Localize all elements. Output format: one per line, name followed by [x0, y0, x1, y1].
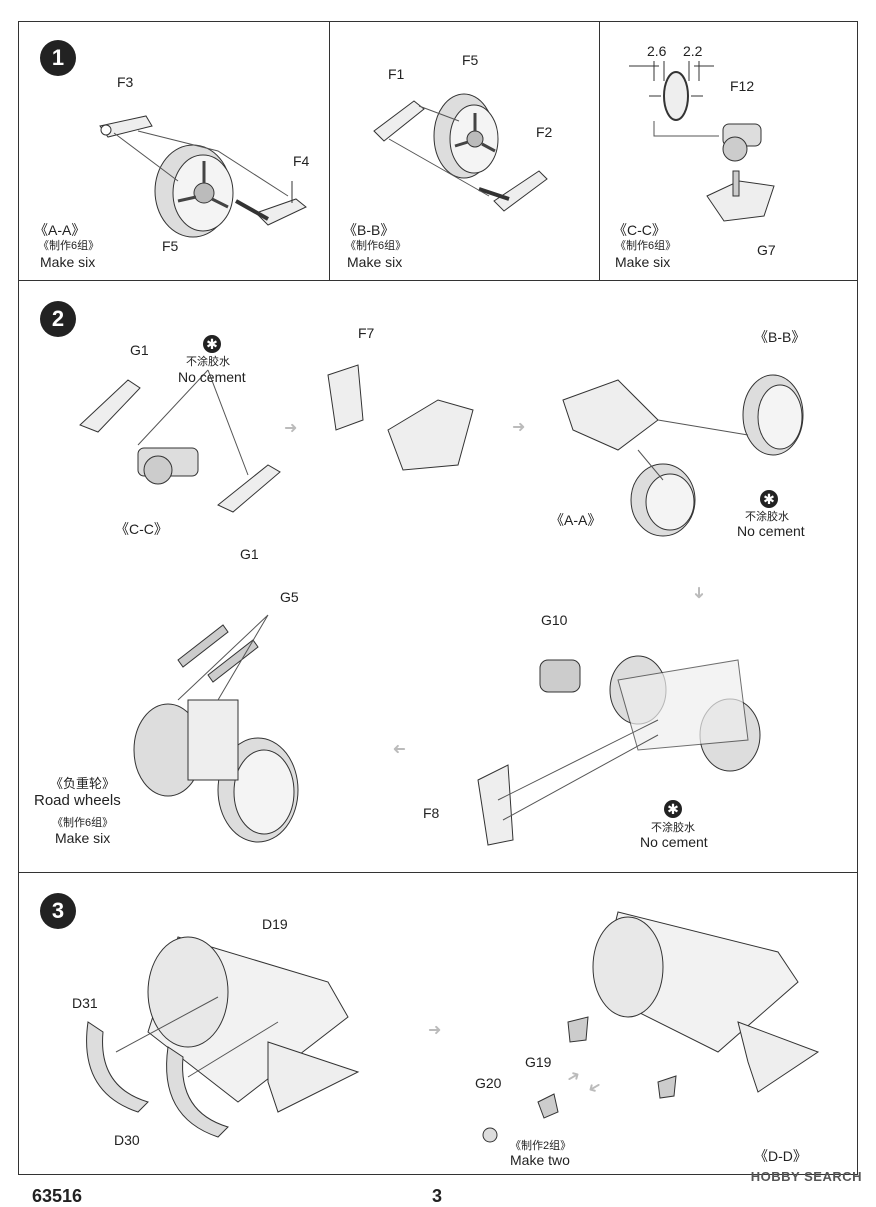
panel-a-en: Make six — [40, 254, 96, 270]
step-3-badge: 3 — [40, 893, 76, 929]
panel-b-cn: 《制作6组》 — [345, 240, 407, 252]
next-step-arrow-icon: ➜ — [512, 419, 526, 436]
label-g20: G20 — [475, 1075, 502, 1091]
label-cc: 《C-C》 — [115, 521, 168, 537]
panel-a-cn: 《制作6组》 — [38, 240, 100, 252]
page-number: 3 — [432, 1186, 443, 1206]
label-f5-b: F5 — [462, 52, 479, 68]
road-wheels-en: Road wheels — [34, 792, 121, 809]
label-f1: F1 — [388, 66, 405, 82]
no-cement-icon: ✱ — [664, 800, 682, 818]
no-cement-1-en: No cement — [178, 369, 246, 385]
step1-b-drawing — [373, 93, 548, 212]
label-f3: F3 — [117, 74, 134, 90]
label-d19: D19 — [262, 916, 288, 932]
no-cement-2-en: No cement — [737, 523, 805, 539]
label-f2: F2 — [536, 124, 553, 140]
step-1-badge: 1 — [40, 40, 76, 76]
panel-b-title: 《B-B》 — [343, 222, 395, 238]
label-g1-bottom: G1 — [240, 546, 259, 562]
step1-c-drawing — [629, 61, 775, 222]
label-g10: G10 — [541, 612, 568, 628]
no-cement-3-en: No cement — [640, 834, 708, 850]
step2-drawing — [79, 364, 804, 846]
next-step-arrow-icon: ➜ — [428, 1022, 442, 1039]
label-g1-top: G1 — [130, 342, 149, 358]
dim-2-6: 2.6 — [647, 43, 667, 59]
label-d30: D30 — [114, 1132, 140, 1148]
label-f8: F8 — [423, 805, 440, 821]
road-wheels-make-cn: 《制作6组》 — [52, 817, 114, 829]
panel-c-en: Make six — [615, 254, 671, 270]
make-two-en: Make two — [510, 1152, 570, 1168]
step-2-badge: 2 — [40, 301, 76, 337]
label-f4: F4 — [293, 153, 310, 169]
product-code: 63516 — [32, 1186, 83, 1206]
no-cement-icon: ✱ — [203, 335, 221, 353]
panel-c-title: 《C-C》 — [613, 222, 666, 238]
no-cement-2-cn: 不涂胶水 — [745, 511, 789, 523]
panel-c-cn: 《制作6组》 — [615, 240, 677, 252]
label-bb: 《B-B》 — [754, 329, 806, 345]
label-g5: G5 — [280, 589, 299, 605]
no-cement-icon: ✱ — [760, 490, 778, 508]
next-step-arrow-icon: ➜ — [392, 740, 406, 757]
label-g19: G19 — [525, 1054, 552, 1070]
next-step-arrow-icon: ➜ — [690, 586, 707, 600]
dim-2-2: 2.2 — [683, 43, 703, 59]
road-wheels-cn: 《负重轮》 — [50, 776, 116, 791]
label-f5: F5 — [162, 238, 179, 254]
step1-a-drawing — [99, 115, 307, 238]
watermark: HOBBY SEARCH — [750, 1169, 862, 1184]
label-aa: 《A-A》 — [550, 512, 602, 528]
panel-a-title: 《A-A》 — [34, 222, 86, 238]
label-d31: D31 — [72, 995, 98, 1011]
no-cement-1-cn: 不涂胶水 — [186, 356, 230, 368]
label-dd: 《D-D》 — [754, 1148, 807, 1164]
label-f7: F7 — [358, 325, 375, 341]
make-two-cn: 《制作2组》 — [510, 1140, 572, 1152]
next-step-arrow-icon: ➜ — [284, 420, 298, 437]
road-wheels-make-en: Make six — [55, 830, 111, 846]
no-cement-3-cn: 不涂胶水 — [651, 822, 695, 834]
label-g7: G7 — [757, 242, 776, 258]
label-f12: F12 — [730, 78, 755, 94]
step3-drawing — [86, 911, 820, 1143]
panel-b-en: Make six — [347, 254, 403, 270]
